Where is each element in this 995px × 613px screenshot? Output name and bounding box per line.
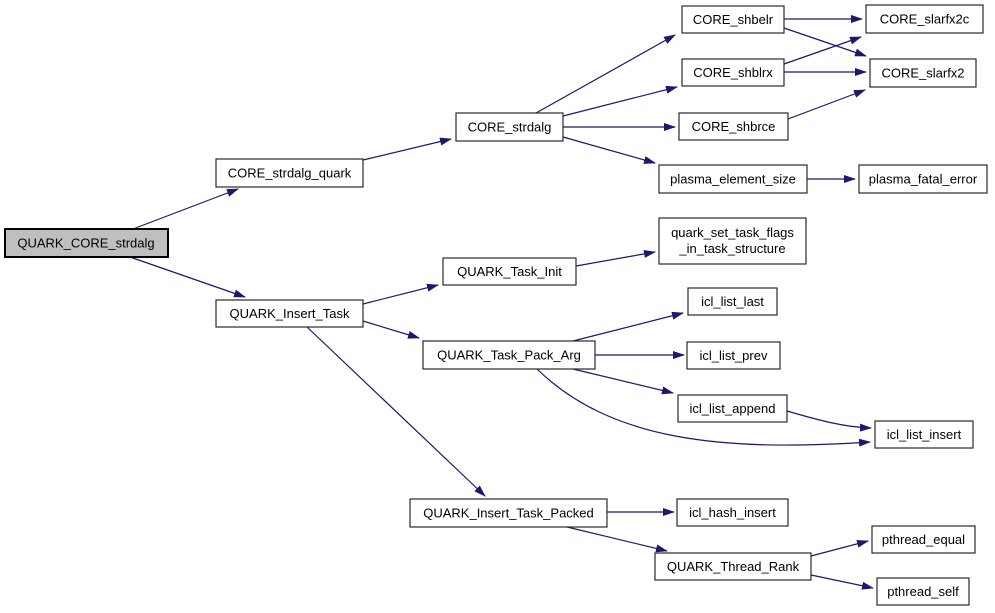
node-label: pthread_equal <box>882 532 965 547</box>
node-core-slarfx2[interactable]: CORE_slarfx2 <box>869 58 977 88</box>
node-box[interactable] <box>215 299 364 328</box>
node-icl-list-insert[interactable]: icl_list_insert <box>874 420 974 449</box>
node-box[interactable] <box>865 4 984 34</box>
node-box[interactable] <box>681 5 785 34</box>
edge-core-strdalg-to-core-shblrx <box>562 85 678 117</box>
node-box[interactable] <box>858 164 988 194</box>
node-box[interactable] <box>422 340 596 370</box>
node-label: CORE_shbelr <box>693 12 774 27</box>
edge-quark-task-pack-arg-to-icl-list-last <box>572 311 684 342</box>
node-pthread-self[interactable]: pthread_self <box>876 577 970 606</box>
node-label: icl_list_insert <box>887 427 962 442</box>
node-box[interactable] <box>442 257 577 286</box>
node-label: plasma_fatal_error <box>869 172 978 187</box>
node-box[interactable] <box>409 498 608 528</box>
node-quark-set-task-flags-in-task-structure[interactable]: quark_set_task_flags _in_task_structure <box>658 217 807 265</box>
node-label: plasma_element_size <box>670 172 796 187</box>
node-quark-thread-rank[interactable]: QUARK_Thread_Rank <box>654 552 812 581</box>
edge-quark-insert-task-to-quark-task-pack-arg <box>362 320 420 339</box>
node-box[interactable] <box>869 58 977 88</box>
node-label: CORE_strdalg_quark <box>228 166 352 181</box>
node-box[interactable] <box>658 164 808 194</box>
node-box[interactable] <box>215 158 364 188</box>
node-label: icl_list_prev <box>700 348 768 363</box>
node-icl-list-last[interactable]: icl_list_last <box>687 287 778 316</box>
edge-quark-insert-task-packed-to-quark-thread-rank <box>566 526 668 553</box>
node-icl-hash-insert[interactable]: icl_hash_insert <box>676 498 789 527</box>
edge-core-shbrce-to-core-slarfx2 <box>787 89 866 120</box>
edge-quark-task-init-to-quark-set-task-flags <box>575 249 656 267</box>
node-quark-task-pack-arg[interactable]: QUARK_Task_Pack_Arg <box>422 340 596 370</box>
edge-quark-thread-rank-to-pthread-self <box>810 574 874 590</box>
node-core-strdalg[interactable]: CORE_strdalg <box>455 112 564 142</box>
node-core-shbrce[interactable]: CORE_shbrce <box>678 112 789 141</box>
edge-core-strdalg-to-plasma-element-size <box>562 136 656 164</box>
edge-quark-insert-task-to-quark-insert-task-packed <box>306 326 486 497</box>
node-box[interactable] <box>871 525 976 554</box>
node-label: CORE_shblrx <box>693 65 773 80</box>
node-label: icl_hash_insert <box>689 505 776 520</box>
node-label: CORE_shbrce <box>692 119 776 134</box>
node-box <box>4 228 169 258</box>
edge-layer <box>129 15 874 590</box>
node-core-slarfx2c[interactable]: CORE_slarfx2c <box>865 4 984 34</box>
node-box[interactable] <box>677 394 788 423</box>
node-label: icl_list_append <box>689 401 775 416</box>
node-box[interactable] <box>686 341 781 370</box>
node-label: CORE_slarfx2 <box>881 66 964 81</box>
node-icl-list-append[interactable]: icl_list_append <box>677 394 788 423</box>
node-label: CORE_strdalg <box>468 120 552 135</box>
node-label: QUARK_Insert_Task_Packed <box>423 506 594 521</box>
node-label: QUARK_Insert_Task <box>230 306 350 321</box>
edge-core-shbelr-to-core-slarfx2 <box>783 27 867 57</box>
node-layer: QUARK_CORE_strdalg CORE_strdalg_quark CO… <box>4 4 988 606</box>
edge-quark-task-pack-arg-to-icl-list-insert <box>536 368 871 447</box>
node-box[interactable] <box>681 58 785 87</box>
node-box[interactable] <box>678 112 789 141</box>
node-core-shblrx[interactable]: CORE_shblrx <box>681 58 785 87</box>
node-box[interactable] <box>654 552 812 581</box>
edge-quark-thread-rank-to-pthread-equal <box>810 539 869 557</box>
edge-quark-insert-task-to-quark-task-init <box>362 283 439 305</box>
edge-quark-core-strdalg-to-core-strdalg-quark <box>132 188 239 230</box>
node-label-line1: quark_set_task_flags <box>671 225 794 240</box>
edge-core-shblrx-to-core-slarfx2c <box>783 36 862 65</box>
node-core-strdalg-quark[interactable]: CORE_strdalg_quark <box>215 158 364 188</box>
node-core-shbelr[interactable]: CORE_shbelr <box>681 5 785 34</box>
edge-core-strdalg-to-core-shbelr <box>535 34 676 114</box>
node-box[interactable] <box>455 112 564 142</box>
edge-core-strdalg-quark-to-core-strdalg <box>362 137 452 161</box>
edge-icl-list-append-to-icl-list-insert <box>786 410 872 432</box>
node-box[interactable] <box>876 577 970 606</box>
node-pthread-equal[interactable]: pthread_equal <box>871 525 976 554</box>
edge-quark-core-strdalg-to-quark-insert-task <box>129 256 246 298</box>
node-label: QUARK_Thread_Rank <box>667 559 800 574</box>
node-box[interactable] <box>687 287 778 316</box>
node-box[interactable] <box>676 498 789 527</box>
node-quark-task-init[interactable]: QUARK_Task_Init <box>442 257 577 286</box>
node-label: QUARK_CORE_strdalg <box>17 236 154 251</box>
node-quark-insert-task[interactable]: QUARK_Insert_Task <box>215 299 364 328</box>
node-label: QUARK_Task_Pack_Arg <box>437 348 581 363</box>
node-label: CORE_slarfx2c <box>880 12 970 27</box>
node-quark-core-strdalg: QUARK_CORE_strdalg <box>4 228 169 258</box>
node-label: icl_list_last <box>701 294 764 309</box>
node-plasma-element-size[interactable]: plasma_element_size <box>658 164 808 194</box>
edge-quark-task-pack-arg-to-icl-list-append <box>572 368 674 395</box>
node-icl-list-prev[interactable]: icl_list_prev <box>686 341 781 370</box>
node-label: QUARK_Task_Init <box>457 264 562 279</box>
node-plasma-fatal-error[interactable]: plasma_fatal_error <box>858 164 988 194</box>
node-box[interactable] <box>874 420 974 449</box>
node-label: pthread_self <box>887 584 959 599</box>
node-box[interactable] <box>658 217 807 265</box>
node-quark-insert-task-packed[interactable]: QUARK_Insert_Task_Packed <box>409 498 608 528</box>
node-label-line2: _in_task_structure <box>678 241 785 256</box>
